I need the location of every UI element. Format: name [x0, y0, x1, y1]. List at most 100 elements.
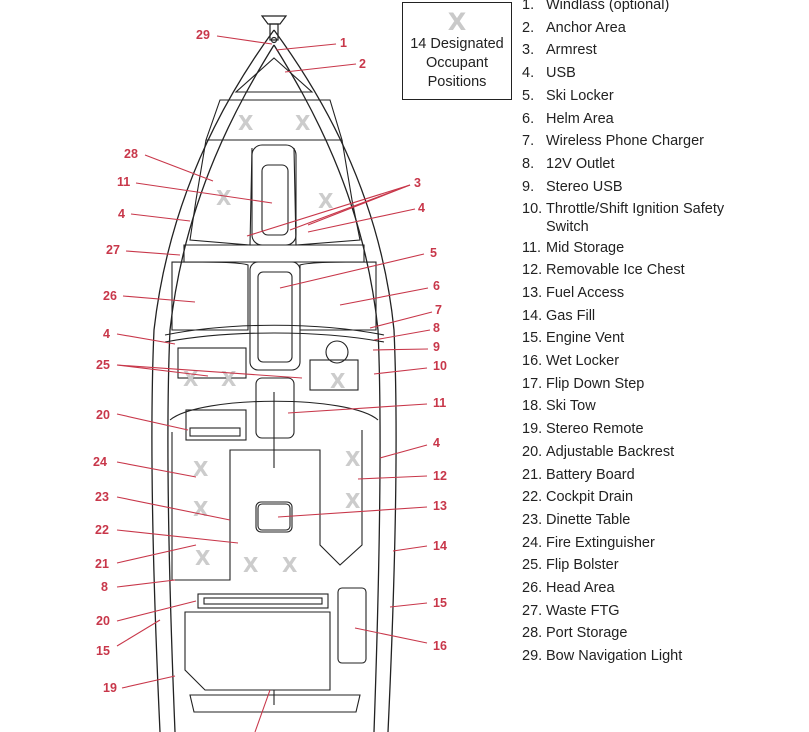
key-item: 11.Mid Storage [522, 237, 807, 260]
key-label: Stereo USB [546, 178, 623, 195]
callout-4: 4 [433, 436, 440, 450]
occupant-mark: X [195, 546, 211, 570]
key-label: Flip Bolster [546, 557, 619, 574]
key-label: Throttle/Shift Ignition Safety [546, 201, 725, 218]
key-number: 15. [522, 330, 543, 347]
anchor-area [234, 57, 314, 93]
key-number: 7. [522, 133, 535, 150]
callout-23: 23 [95, 490, 109, 504]
key-label: Gas Fill [546, 307, 596, 324]
bow-seating [183, 99, 365, 263]
key-label: Ski Locker [546, 87, 614, 104]
key-number: 17. [522, 375, 543, 392]
occupant-mark: X [193, 497, 209, 521]
key-item: 8.12V Outlet [522, 153, 807, 176]
callout-4: 4 [418, 201, 425, 215]
occupant-mark: X [216, 186, 232, 210]
key-number: 14. [522, 307, 543, 324]
key-number: 11. [522, 239, 542, 256]
callout-12: 12 [433, 469, 447, 483]
occupant-mark: X [345, 447, 361, 471]
key-label: Waste FTG [546, 602, 620, 619]
key-label: Wet Locker [546, 353, 620, 370]
occupant-mark: X [193, 457, 209, 481]
key-number: 28. [522, 625, 543, 642]
key-label: USB [546, 65, 576, 82]
key-number: 5. [522, 87, 535, 104]
key-label: Wireless Phone Charger [546, 133, 704, 150]
key-item: 27.Waste FTG [522, 600, 807, 623]
key-label: Windlass (optional) [546, 0, 670, 13]
occupant-mark-sample: X [447, 8, 467, 36]
key-number: 12. [522, 262, 543, 279]
key-number: 26. [522, 580, 543, 597]
occupant-mark: X [330, 369, 346, 393]
key-item: 17.Flip Down Step [522, 373, 807, 396]
occupant-position-marks: X X X X X X X X X X X X X X [183, 111, 361, 577]
key-label: Helm Area [546, 110, 614, 127]
occupant-mark: X [318, 189, 334, 213]
occupant-positions-box: X 14 Designated Occupant Positions [402, 2, 512, 100]
key-item: 13.Fuel Access [522, 282, 807, 305]
callout-19: 19 [103, 681, 117, 695]
key-number: 23. [522, 511, 543, 528]
key-item: 26.Head Area [522, 577, 807, 600]
key-number: 21. [522, 466, 543, 483]
callout-16: 16 [433, 639, 447, 653]
key-label: Fuel Access [546, 284, 625, 301]
callout-27: 27 [106, 243, 120, 257]
key-number: 27. [522, 602, 543, 619]
callout-13: 13 [433, 499, 447, 513]
occupant-mark: X [238, 111, 254, 135]
key-label: Bow Navigation Light [546, 648, 683, 665]
occupant-mark: X [282, 553, 298, 577]
callout-3: 3 [414, 176, 421, 190]
key-label: Flip Down Step [546, 375, 645, 392]
key-item: 24.Fire Extinguisher [522, 532, 807, 555]
consoles [164, 261, 385, 391]
key-number: 19. [522, 421, 543, 438]
callout-leader-lines [116, 35, 433, 732]
callout-11: 11 [433, 396, 446, 410]
key-number: 10. [522, 201, 543, 218]
key-item: 2.Anchor Area [522, 17, 807, 40]
key-number: 18. [522, 398, 543, 415]
callout-25: 25 [96, 358, 110, 372]
key-item: 18.Ski Tow [522, 395, 807, 418]
key-list: 1.Windlass (optional) 2.Anchor Area 3.Ar… [522, 0, 807, 668]
key-label: Anchor Area [546, 19, 626, 36]
key-label: Cockpit Drain [546, 489, 634, 506]
key-item: 7. Wireless Phone Charger [522, 130, 807, 153]
key-item: 19.Stereo Remote [522, 418, 807, 441]
hull-outline [151, 29, 397, 732]
key-number: 3. [522, 42, 535, 59]
windlass [260, 15, 288, 44]
callout-7: 7 [435, 303, 442, 317]
key-item: 6.Helm Area [522, 108, 807, 131]
callout-24: 24 [93, 455, 107, 469]
key-label: Adjustable Backrest [546, 443, 675, 460]
occupant-box-line-2: Occupant [425, 55, 489, 71]
key-item: 25.Flip Bolster [522, 554, 807, 577]
stern [184, 587, 367, 713]
key-item: 20.Adjustable Backrest [522, 441, 807, 464]
key-label: Ski Tow [546, 398, 596, 415]
key-number: 9. [522, 178, 535, 195]
key-number: 20. [522, 443, 543, 460]
key-number: 13. [522, 284, 543, 301]
key-item: 28.Port Storage [522, 622, 807, 645]
occupant-mark: X [221, 367, 237, 391]
key-label: Removable Ice Chest [546, 262, 685, 279]
key-item: 21.Battery Board [522, 464, 807, 487]
callout-22: 22 [95, 523, 109, 537]
key-item: 1.Windlass (optional) [522, 0, 807, 17]
callout-15: 15 [433, 596, 447, 610]
callout-numbers: 1 2 3 4 5 6 7 8 9 10 11 4 12 13 14 15 16… [93, 28, 447, 695]
key-item: 29.Bow Navigation Light [522, 645, 807, 668]
callout-8: 8 [101, 580, 108, 594]
key-number: 29. [522, 648, 543, 665]
key-item: 23.Dinette Table [522, 509, 807, 532]
callout-29: 29 [196, 28, 210, 42]
key-number: 4. [522, 65, 535, 82]
key-number: 25. [522, 557, 543, 574]
